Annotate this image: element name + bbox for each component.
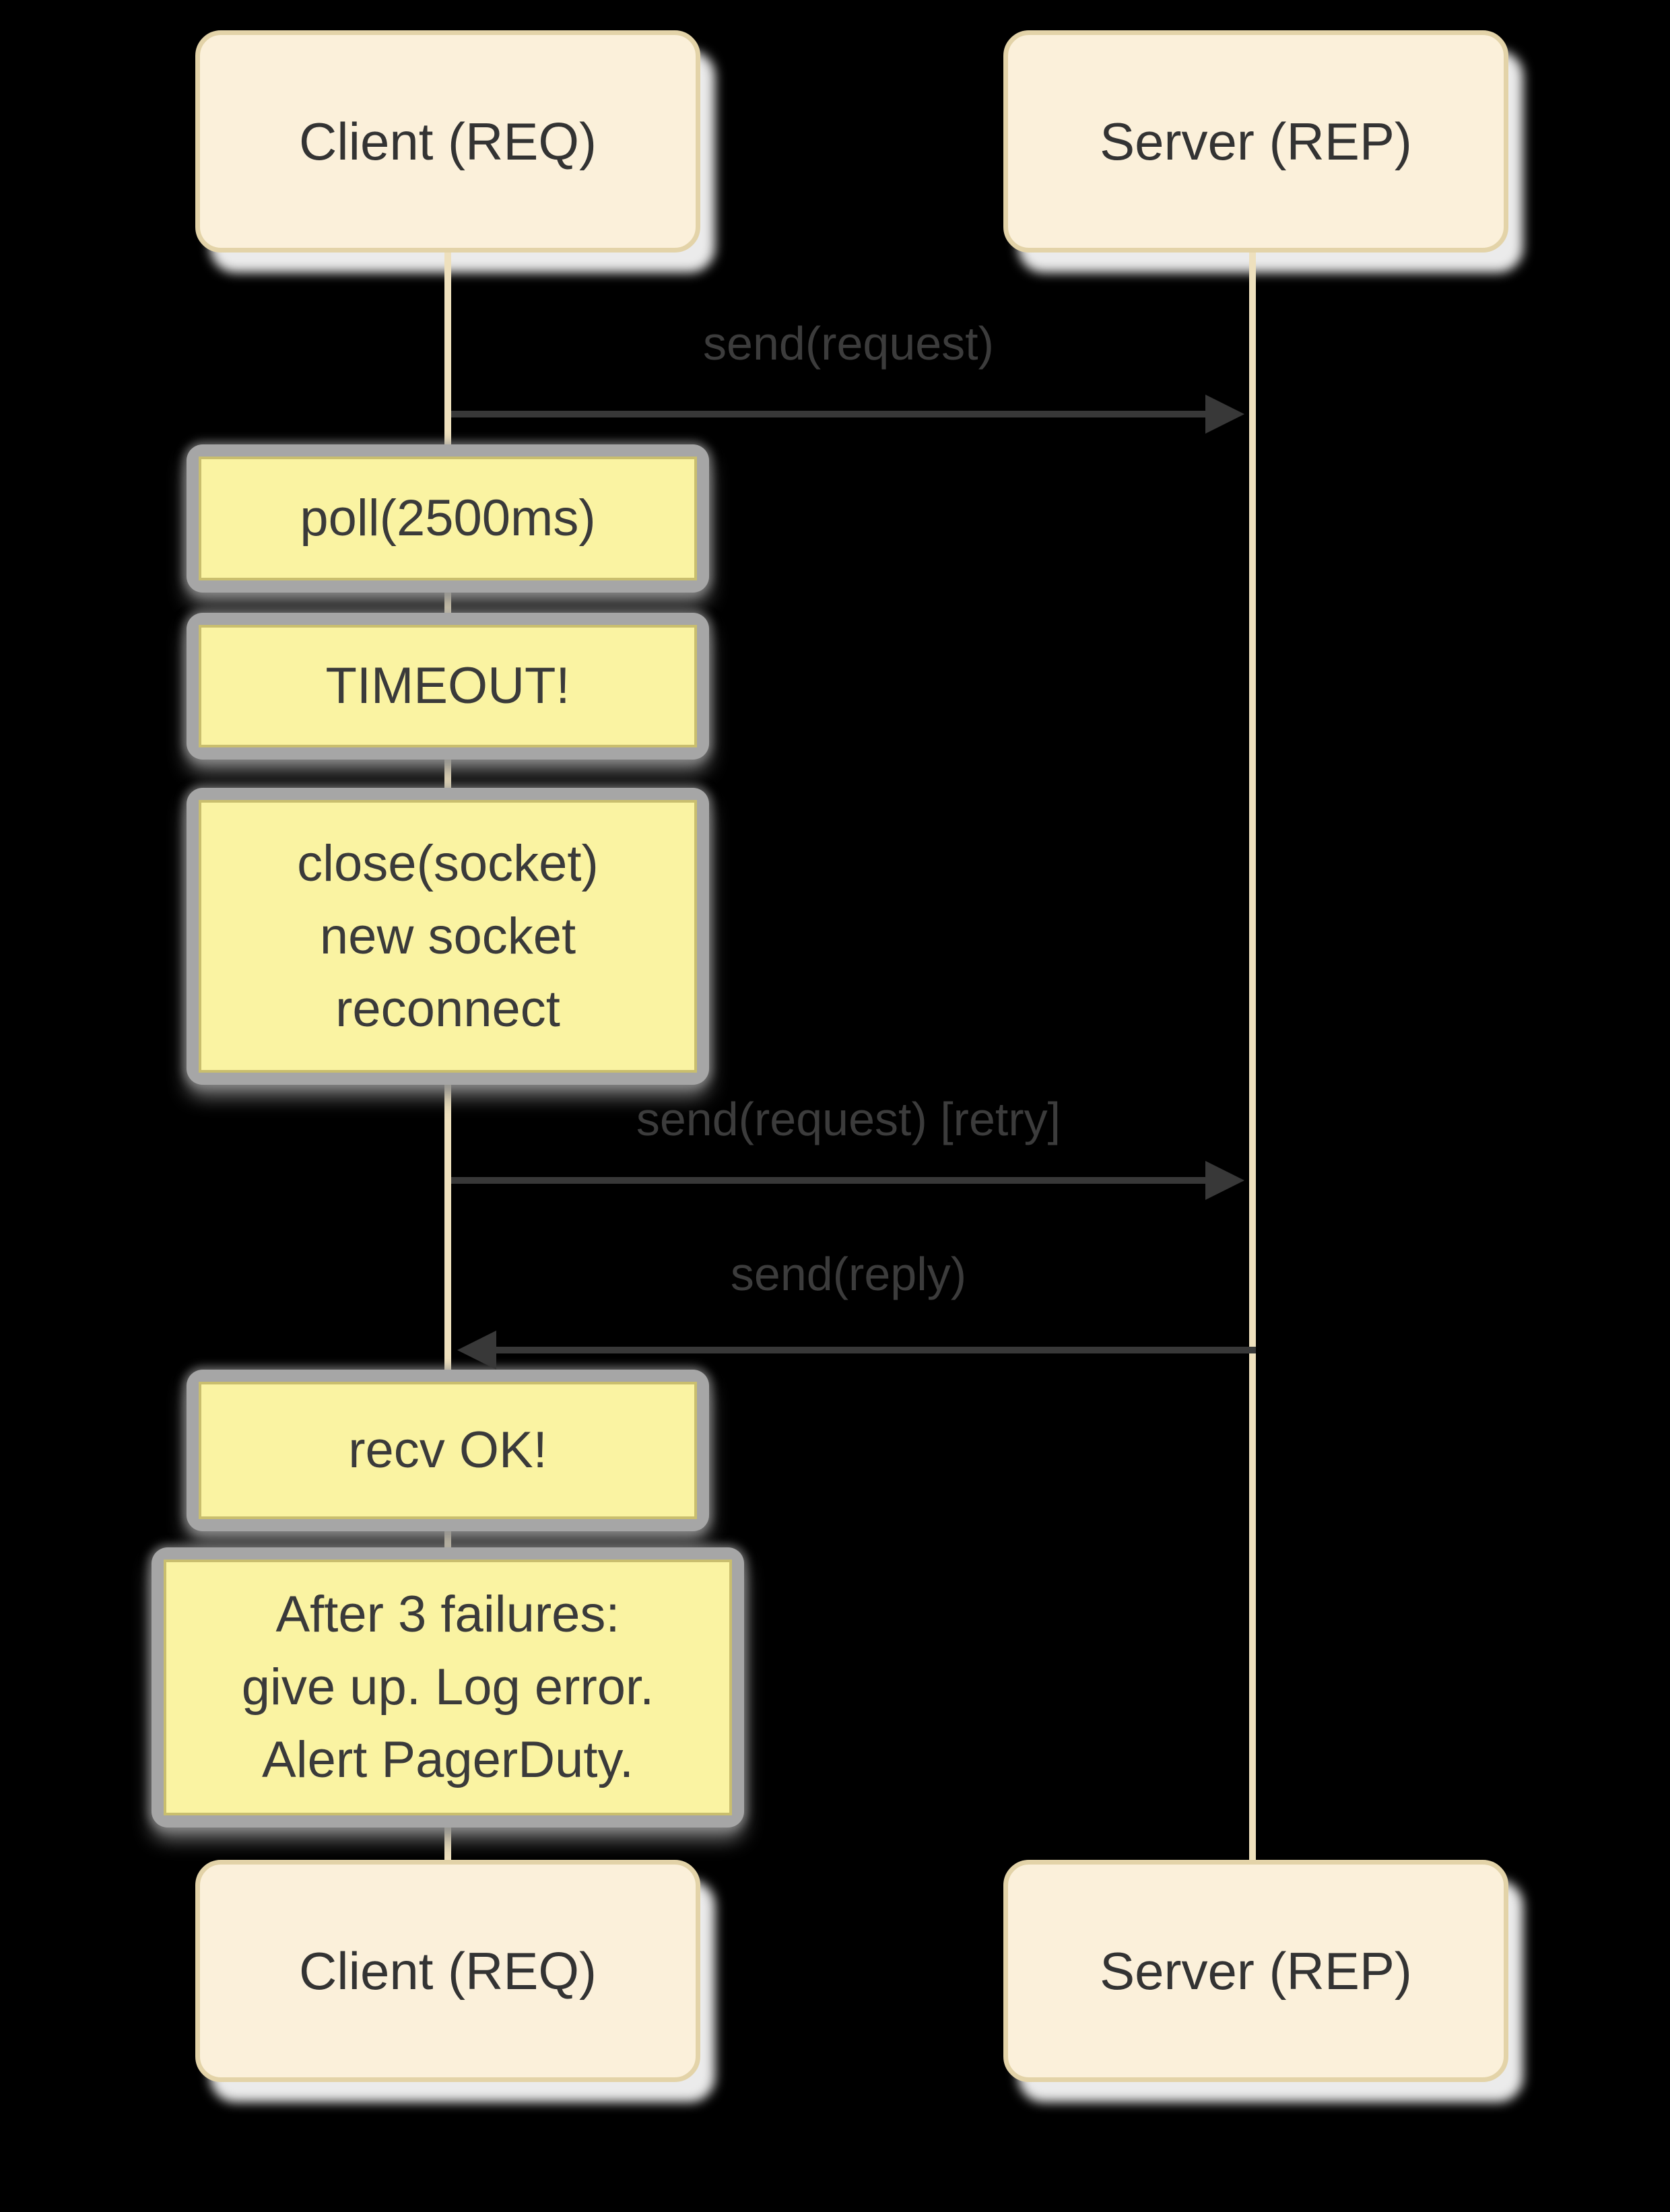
message-line-send-request bbox=[451, 411, 1205, 417]
note-recv-ok-text: recv OK! bbox=[348, 1421, 547, 1479]
actor-client-top: Client (REQ) bbox=[195, 30, 700, 253]
lifeline-server bbox=[1249, 253, 1256, 1860]
actor-server-bottom-label: Server (REP) bbox=[1100, 1941, 1412, 2001]
note-after-line-2: give up. Log error. bbox=[241, 1658, 655, 1716]
note-close-line-3: reconnect bbox=[335, 980, 560, 1038]
actor-client-bottom: Client (REQ) bbox=[195, 1860, 700, 2082]
note-timeout: TIMEOUT! bbox=[187, 613, 709, 760]
actor-client-bottom-label: Client (REQ) bbox=[298, 1941, 597, 2001]
message-label-send-request: send(request) bbox=[703, 317, 994, 370]
note-poll: poll(2500ms) bbox=[187, 444, 709, 593]
note-close-line-1: close(socket) bbox=[297, 834, 599, 892]
note-poll-text: poll(2500ms) bbox=[300, 490, 596, 547]
note-after-failures: After 3 failures: give up. Log error. Al… bbox=[152, 1547, 744, 1828]
actor-server-top: Server (REP) bbox=[1003, 30, 1508, 253]
note-recv-ok: recv OK! bbox=[187, 1370, 709, 1531]
arrowhead-left-icon bbox=[457, 1331, 496, 1370]
arrowhead-right-icon bbox=[1205, 395, 1244, 434]
note-close-socket: close(socket) new socket reconnect bbox=[187, 788, 709, 1085]
note-after-line-3: Alert PagerDuty. bbox=[262, 1731, 634, 1788]
message-label-send-reply: send(reply) bbox=[730, 1248, 967, 1300]
actor-client-top-label: Client (REQ) bbox=[298, 111, 597, 171]
arrowhead-right-icon bbox=[1205, 1161, 1244, 1200]
actor-server-top-label: Server (REP) bbox=[1100, 111, 1412, 171]
message-line-send-request-retry bbox=[451, 1177, 1205, 1184]
note-after-line-1: After 3 failures: bbox=[275, 1586, 620, 1643]
message-label-send-request-retry: send(request) [retry] bbox=[636, 1093, 1061, 1145]
note-timeout-text: TIMEOUT! bbox=[325, 657, 570, 714]
message-line-send-reply bbox=[496, 1347, 1256, 1353]
actor-server-bottom: Server (REP) bbox=[1003, 1860, 1508, 2082]
note-close-line-2: new socket bbox=[319, 907, 576, 965]
